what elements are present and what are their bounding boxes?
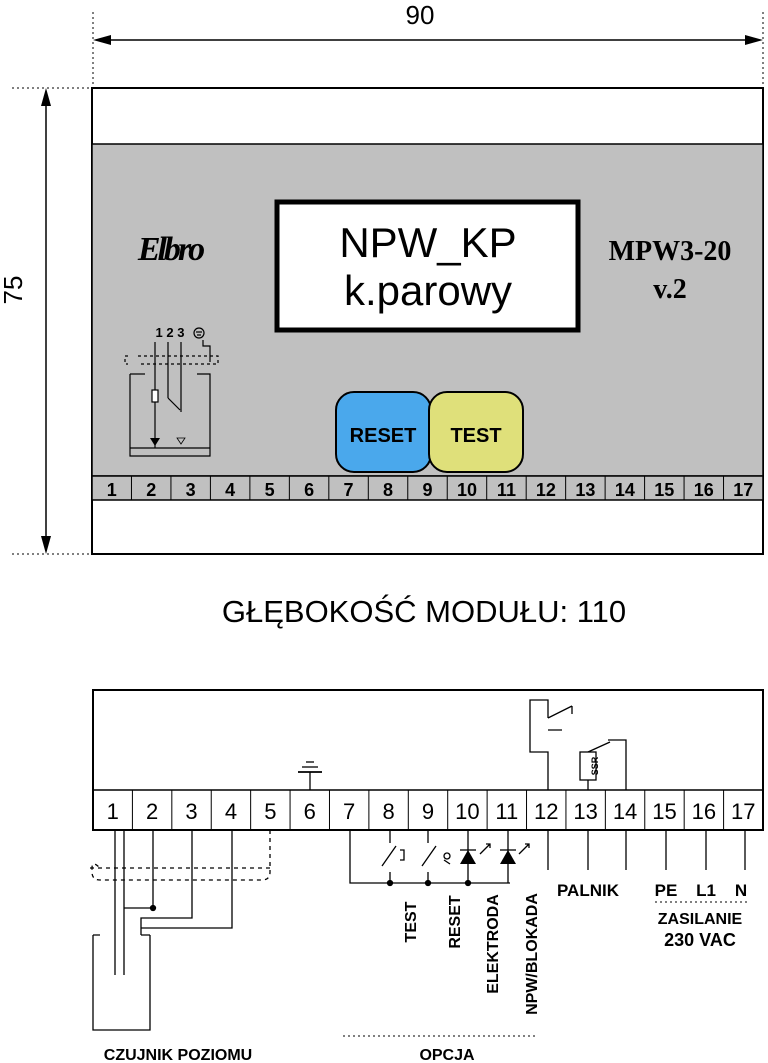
terminal-number: 11 <box>497 480 516 500</box>
terminal-number: 16 <box>692 799 716 824</box>
label-l1: L1 <box>696 881 716 900</box>
earth-icon <box>193 327 205 339</box>
wiring-terminal-dividers <box>131 790 725 830</box>
terminal-number: 4 <box>225 799 237 824</box>
label-voltage: 230 VAC <box>664 930 736 950</box>
terminal-number: 1 <box>107 480 117 500</box>
label-test: TEST <box>403 901 420 942</box>
sensor-pictogram: 1 2 3 <box>124 325 219 457</box>
terminal-number: 4 <box>225 480 235 500</box>
terminal-number: 12 <box>534 799 558 824</box>
terminal-strip <box>91 475 764 501</box>
ssr-box <box>579 751 597 781</box>
display-line2: k.parowy <box>344 267 512 314</box>
diode-npw <box>500 850 516 864</box>
terminal-number: 16 <box>694 480 714 500</box>
terminal-number: 7 <box>343 799 355 824</box>
depth-caption: GŁĘBOKOŚĆ MODUŁU: 110 <box>222 593 626 629</box>
display-line1: NPW_KP <box>339 219 516 266</box>
terminal-number: 2 <box>146 799 158 824</box>
test-button-label: TEST <box>450 425 501 447</box>
label-reset: RESET <box>447 895 464 949</box>
level-sensor-wiring <box>90 830 271 1031</box>
terminal-number: 17 <box>731 799 755 824</box>
terminal-number: 6 <box>304 799 316 824</box>
test-button[interactable] <box>428 391 524 473</box>
terminal-number: 3 <box>185 799 197 824</box>
ssr-label: SSR <box>590 756 600 775</box>
label-npw-blokada: NPW/BLOKADA <box>524 893 541 1015</box>
terminal-number: 3 <box>186 480 196 500</box>
terminal-number: 14 <box>613 799 637 824</box>
terminal-number: 9 <box>422 480 432 500</box>
reset-button-label: RESET <box>350 425 417 447</box>
terminal-number: 15 <box>654 480 674 500</box>
terminal-number: 13 <box>575 480 595 500</box>
terminal-number: 17 <box>733 480 753 500</box>
dim-arrow-left <box>93 35 111 45</box>
terminal-number: 12 <box>536 480 556 500</box>
terminal-number: 8 <box>382 799 394 824</box>
option-inputs <box>349 830 549 887</box>
dim-width-value: 90 <box>406 0 435 30</box>
terminal-number: 8 <box>383 480 393 500</box>
terminal-number: 7 <box>344 480 354 500</box>
label-pe: PE <box>655 881 678 900</box>
dim-arrow-top <box>41 88 51 106</box>
terminal-strip-dividers <box>130 476 725 500</box>
dim-arrow-bottom <box>41 536 51 554</box>
model-version: v.2 <box>653 274 686 305</box>
dim-height-value: 75 <box>0 276 28 305</box>
wiring-housing <box>92 689 764 831</box>
terminal-number: 6 <box>304 480 314 500</box>
diode-elektroda <box>460 850 476 864</box>
terminal-number: 5 <box>265 480 275 500</box>
terminal-number: 1 <box>107 799 119 824</box>
model-name: MPW3-20 <box>609 236 732 267</box>
terminal-number: 10 <box>455 799 479 824</box>
relay-contacts: SSR <box>529 699 627 790</box>
terminal-number: 5 <box>264 799 276 824</box>
terminal-number: 15 <box>652 799 676 824</box>
terminal-number: 13 <box>573 799 597 824</box>
label-palnik: PALNIK <box>557 881 620 900</box>
terminal-number: 10 <box>457 480 477 500</box>
label-opcja: OPCJA <box>419 1047 475 1063</box>
terminal-number: 14 <box>615 480 635 500</box>
label-n: N <box>735 881 747 900</box>
dim-arrow-right <box>745 35 763 45</box>
lcd-display <box>274 199 581 333</box>
terminal-number: 9 <box>422 799 434 824</box>
brand-logo: Elbro <box>137 231 204 268</box>
terminal-number: 2 <box>146 480 156 500</box>
label-zasilanie: ZASILANIE <box>658 911 743 928</box>
label-czujnik-poziomu: CZUJNIK POZIOMU <box>104 1047 252 1063</box>
label-elektroda: ELEKTRODA <box>485 894 502 994</box>
terminal-number: 11 <box>495 799 518 824</box>
earth-symbol-terminal-6 <box>298 761 322 790</box>
sensor-terminal-numbers: 1 2 3 <box>156 325 185 340</box>
